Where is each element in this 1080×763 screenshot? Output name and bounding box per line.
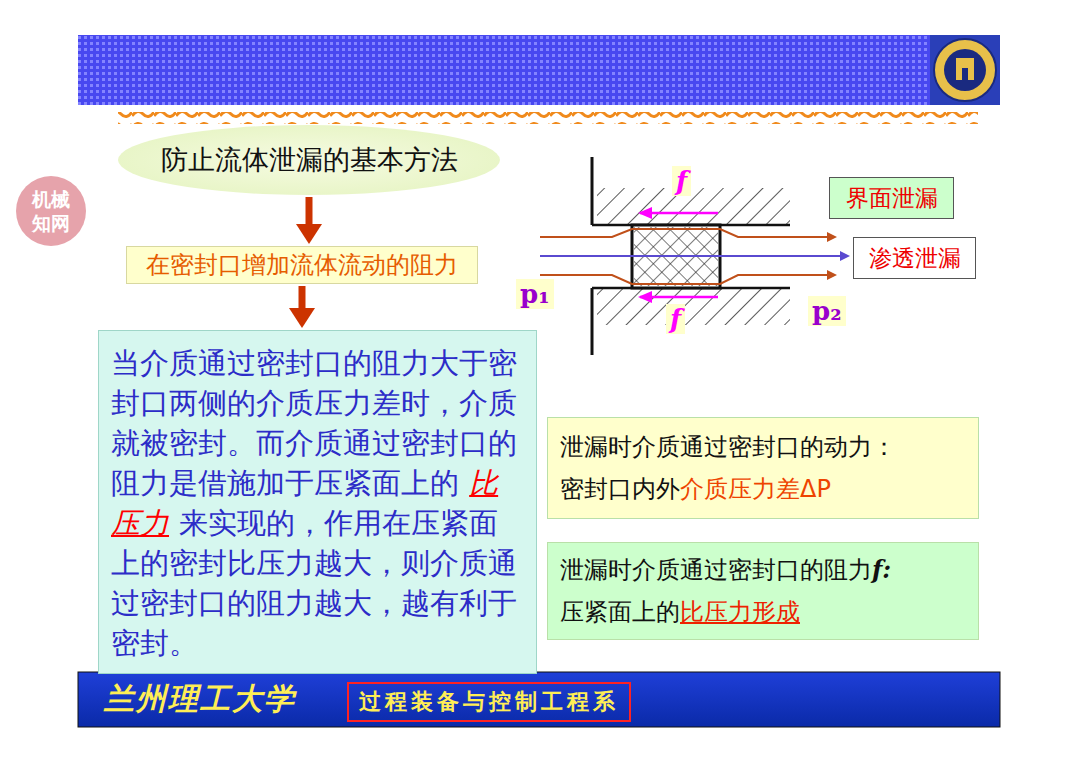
logo-ground <box>930 35 1000 105</box>
resistance-box: 泄漏时介质通过密封口的阻力f:压紧面上的比压力形成 <box>547 542 979 640</box>
pressure-label: p₁ <box>516 279 554 309</box>
arrow-shaft <box>299 286 306 310</box>
node-text: 介质压力差ΔP <box>680 475 831 503</box>
interface-leak-path <box>540 229 835 237</box>
text-line: 泄漏时介质通过密封口的动力： <box>560 426 966 468</box>
school-logo-door <box>962 68 968 80</box>
text-line: 泄漏时介质通过密封口的阻力f: <box>560 549 966 591</box>
node-text: 泄漏时介质通过密封口的阻力 <box>560 556 872 584</box>
footer-band <box>78 672 1000 727</box>
school-logo-inner <box>944 49 986 91</box>
node-text: 压紧面上的 <box>560 598 680 626</box>
resistance-arrow <box>640 296 718 299</box>
node-text: 比压力形成 <box>680 598 800 626</box>
node-text: 当介质通过密封口的阻力大于密封口两侧的介质压力差时，介质就被密封。而介质通过密封… <box>111 346 517 500</box>
node-text: 来实现的，作用在压紧面上的密封比压力越大，则介质通过密封口的阻力越大，越有利于密… <box>111 506 517 660</box>
method-box: 在密封口增加流体流动的阻力 <box>126 246 478 284</box>
text-group: 泄漏时介质通过密封口的动力： 密封口内外介质压力差ΔP <box>560 426 966 510</box>
text-group: 当介质通过密封口的阻力大于密封口两侧的介质压力差时，介质就被密封。而介质通过密封… <box>111 343 524 663</box>
force-label: f <box>672 166 691 196</box>
node-text: 防止流体泄漏的基本方法 <box>161 144 458 175</box>
explanation-box: 当介质通过密封口的阻力大于密封口两侧的介质压力差时，介质就被密封。而介质通过密封… <box>98 330 537 674</box>
wall-lower <box>591 288 594 355</box>
school-logo <box>934 39 996 101</box>
flow-arrow <box>296 197 322 244</box>
lower-flange-hatch <box>597 288 790 325</box>
text-line: 在密封口增加流体流动的阻力 <box>146 249 458 281</box>
node-text: 在密封口增加流体流动的阻力 <box>146 251 458 279</box>
resistance-arrow <box>640 212 718 215</box>
leak-type-tag: 渗透泄漏 <box>853 237 976 279</box>
wavy-rule <box>118 112 978 124</box>
leak-type-tag: 界面泄漏 <box>829 177 954 219</box>
text-group: 界面泄漏 <box>846 183 938 214</box>
text-group: 泄漏时介质通过密封口的阻力f:压紧面上的比压力形成 <box>560 549 966 633</box>
text-line: 渗透泄漏 <box>869 243 961 274</box>
school-name: 兰州理工大学 <box>104 679 296 720</box>
department-name: 过程装备与控制工程系 <box>347 682 631 722</box>
pressure-label: p₂ <box>808 296 846 326</box>
node-text: f: <box>872 555 891 584</box>
text-group: 渗透泄漏 <box>869 243 961 274</box>
arrow-head <box>289 308 315 328</box>
node-text: 界面泄漏 <box>846 185 938 211</box>
upper-flange-hatch <box>597 188 790 225</box>
text-line: 当介质通过密封口的阻力大于密封口两侧的介质压力差时，介质就被密封。而介质通过密封… <box>111 343 524 663</box>
text-line: 防止流体泄漏的基本方法 <box>161 142 458 178</box>
permeation-leak-path <box>540 255 848 257</box>
text-line: 密封口内外介质压力差ΔP <box>560 468 966 510</box>
interface-leak-path <box>540 275 835 284</box>
node-text: 渗透泄漏 <box>869 245 961 271</box>
watermark: 机械 知网 <box>16 176 86 246</box>
force-label: f <box>666 304 685 334</box>
arrow-shaft <box>306 197 313 226</box>
driving-force-box: 泄漏时介质通过密封口的动力： 密封口内外介质压力差ΔP <box>547 417 979 519</box>
wall-upper <box>591 157 594 225</box>
text-line: 界面泄漏 <box>846 183 938 214</box>
arrow-head <box>296 224 322 244</box>
heading-oval: 防止流体泄漏的基本方法 <box>118 125 500 195</box>
text-line: 压紧面上的比压力形成 <box>560 591 966 633</box>
text-group: 在密封口增加流体流动的阻力 <box>146 249 458 281</box>
node-text: 密封口内外 <box>560 475 680 503</box>
flow-arrow <box>289 286 315 328</box>
school-logo-building <box>956 58 974 80</box>
node-text: 泄漏时介质通过密封口的动力： <box>560 433 896 461</box>
header-band <box>78 35 930 105</box>
text-group: 防止流体泄漏的基本方法 <box>161 142 458 178</box>
